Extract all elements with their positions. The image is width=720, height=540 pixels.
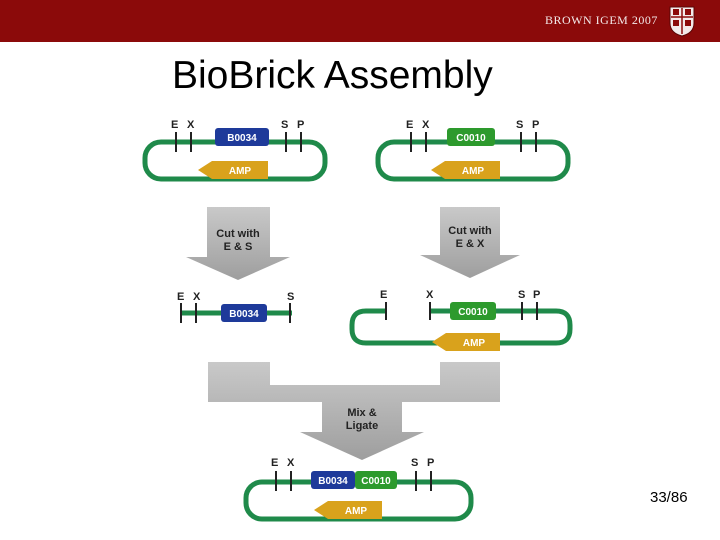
part-box-b0034	[215, 128, 269, 146]
amp-arrow	[198, 161, 268, 179]
site-p-label: P	[297, 119, 304, 131]
cut-left-line1: Cut with	[216, 228, 260, 240]
marker-label: AMP	[462, 166, 485, 177]
site-e-label: E	[177, 291, 184, 303]
part1-label: B0034	[318, 476, 348, 487]
mix-ligate-arrow: Mix & Ligate	[208, 362, 500, 460]
product-plasmid: E X S P B0034 C0010 AMP	[243, 457, 474, 522]
part-label: B0034	[227, 133, 257, 144]
part-box-c0010	[355, 471, 397, 489]
plasmid-c0010: E X S P C0010 AMP	[375, 119, 571, 182]
site-x-label: X	[187, 119, 195, 131]
site-x-label: X	[422, 119, 430, 131]
site-e-label: E	[271, 457, 278, 469]
site-p-label: P	[533, 289, 540, 301]
part-label: C0010	[458, 307, 488, 318]
site-s-label: S	[281, 119, 288, 131]
site-x-label: X	[287, 457, 295, 469]
fragment-b0034: E X S B0034	[177, 291, 294, 323]
site-e-label: E	[171, 119, 178, 131]
site-s-label: S	[411, 457, 418, 469]
ligate-line2: Ligate	[346, 420, 378, 432]
part2-label: C0010	[361, 476, 391, 487]
university-crest-icon	[669, 6, 695, 37]
site-p-label: P	[532, 119, 539, 131]
part-box-c0010	[447, 128, 495, 146]
part-label: B0034	[229, 309, 259, 320]
vector-c0010: E X S P C0010 AMP	[349, 289, 573, 351]
part-box-b0034	[221, 304, 267, 322]
cut-left-arrow: Cut with E & S	[186, 207, 290, 280]
page-number: 33/86	[650, 489, 688, 506]
amp-arrow	[432, 333, 500, 351]
marker-label: AMP	[345, 506, 368, 517]
marker-label: AMP	[229, 166, 252, 177]
site-x-label: X	[426, 289, 434, 301]
cut-right-line1: Cut with	[448, 225, 492, 237]
ligate-line1: Mix &	[347, 407, 376, 419]
site-s-label: S	[518, 289, 525, 301]
part-box-c0010	[450, 302, 496, 320]
site-e-label: E	[406, 119, 413, 131]
site-p-label: P	[427, 457, 434, 469]
part-box-b0034	[311, 471, 355, 489]
slide-title: BioBrick Assembly	[172, 54, 493, 97]
amp-arrow	[431, 161, 500, 179]
amp-arrow	[314, 501, 382, 519]
site-s-label: S	[287, 291, 294, 303]
part-label: C0010	[456, 133, 486, 144]
site-s-label: S	[516, 119, 523, 131]
cut-left-line2: E & S	[224, 241, 253, 253]
header-bar	[0, 0, 720, 42]
site-e-label: E	[380, 289, 387, 301]
plasmid-b0034: E X S P B0034 AMP	[142, 119, 328, 182]
marker-label: AMP	[463, 338, 486, 349]
cut-right-line2: E & X	[456, 238, 485, 250]
brand-name: BROWN IGEM 2007	[545, 13, 658, 27]
site-x-label: X	[193, 291, 201, 303]
cut-right-arrow: Cut with E & X	[420, 207, 520, 278]
